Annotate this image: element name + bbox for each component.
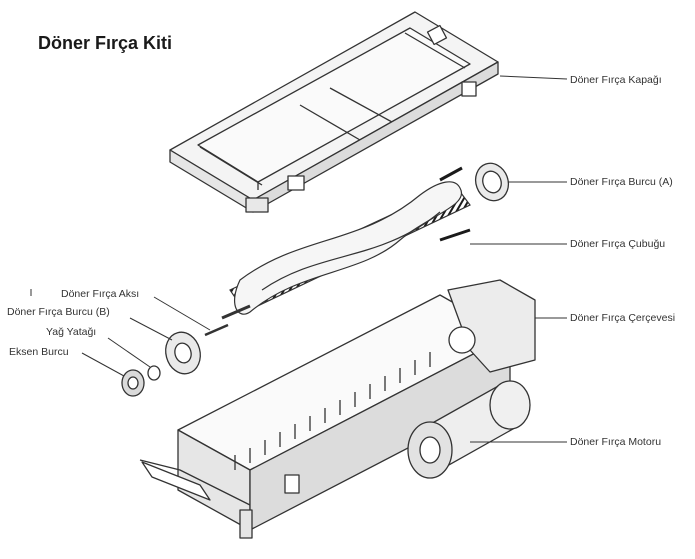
leader-lines xyxy=(30,75,568,443)
brush-frame-part xyxy=(139,279,536,539)
label-motor: Döner Fırça Motoru xyxy=(570,436,662,448)
label-rod: Döner Fırça Çubuğu xyxy=(570,238,666,250)
label-shaft: Döner Fırça Aksı xyxy=(61,288,140,300)
axle-bushing-part xyxy=(121,369,145,397)
brush-motor-part xyxy=(407,380,531,479)
leader-bushing-b xyxy=(129,317,173,341)
bushing-a-part xyxy=(474,162,510,202)
oil-bearing-part xyxy=(147,365,161,381)
label-cover: Döner Fırça Kapağı xyxy=(570,74,662,86)
brush-rod-part xyxy=(204,166,471,337)
leader-cover xyxy=(499,75,568,80)
bushing-b-part xyxy=(165,331,201,375)
label-bushing-b: Döner Fırça Burcu (B) xyxy=(7,306,110,318)
label-bushing-a: Döner Fırça Burcu (A) xyxy=(570,176,673,188)
label-frame: Döner Fırça Çerçevesi xyxy=(570,312,676,324)
brush-cover-part xyxy=(169,11,499,213)
label-axle-bushing: Eksen Burcu xyxy=(9,346,69,358)
leader-shaft xyxy=(153,296,211,331)
diagram-title: Döner Fırça Kiti xyxy=(38,33,173,53)
leader-bearing xyxy=(107,337,151,368)
label-bearing: Yağ Yatağı xyxy=(46,326,97,338)
leader-axle-bushing xyxy=(81,352,125,377)
